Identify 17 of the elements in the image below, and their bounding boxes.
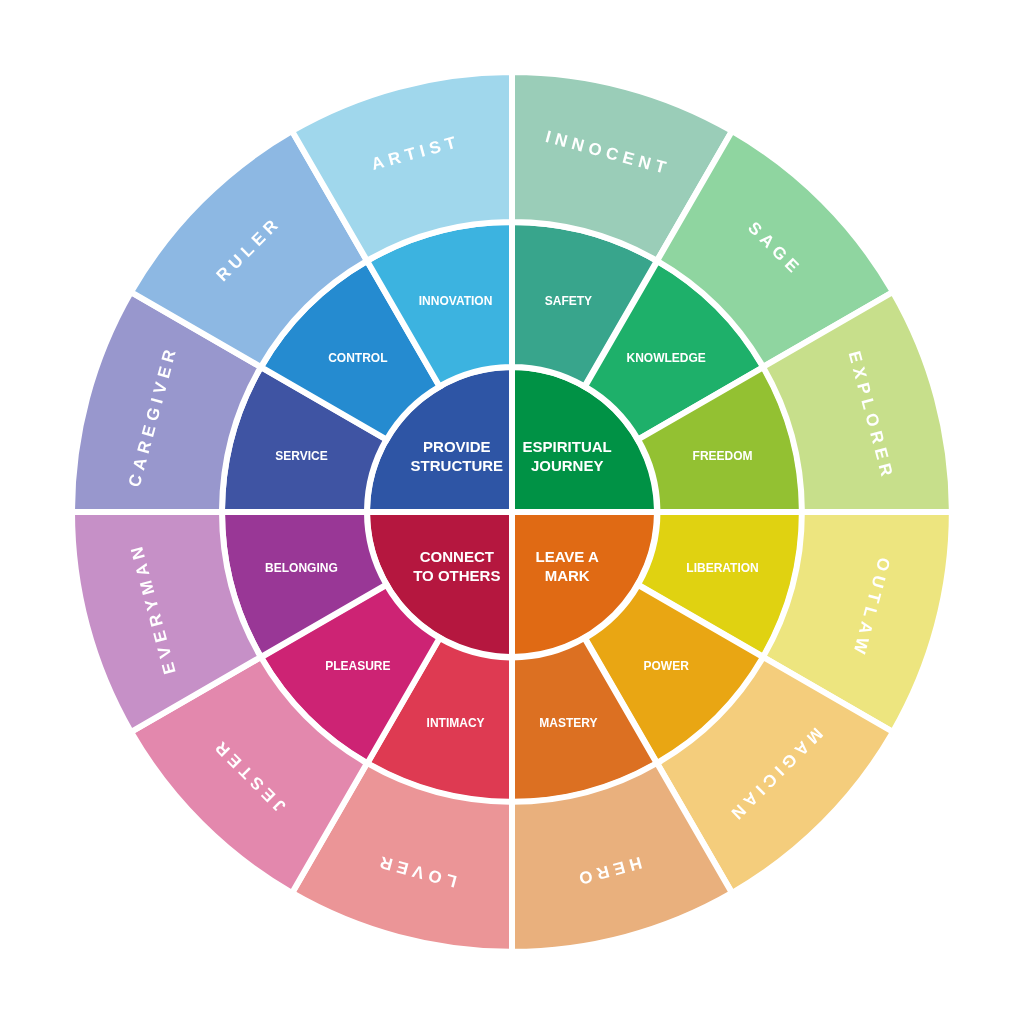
- segment-label: INTIMACY: [426, 715, 485, 731]
- segment-label: INNOVATION: [418, 293, 493, 309]
- segment-label: CONNECT TO OTHERS: [412, 548, 502, 586]
- segment-label: PLEASURE: [325, 658, 391, 674]
- segment-label: SERVICE: [275, 448, 328, 464]
- segment-label: KNOWLEDGE: [626, 350, 706, 366]
- segment-label: PROVIDE STRUCTURE: [409, 438, 505, 476]
- segment-label: BELONGING: [265, 560, 338, 576]
- segment-label: FREEDOM: [692, 448, 753, 464]
- segment-label: POWER: [643, 658, 689, 674]
- segment-label: CONTROL: [328, 350, 388, 366]
- segment-label: LEAVE A MARK: [534, 548, 600, 586]
- segment-label: SAFETY: [544, 293, 593, 309]
- segment-label: ESPIRITUAL JOURNEY: [521, 438, 613, 476]
- segment-label: HERO: [572, 852, 645, 891]
- segment-label: MASTERY: [539, 715, 598, 731]
- segment-label: LIBERATION: [686, 560, 759, 576]
